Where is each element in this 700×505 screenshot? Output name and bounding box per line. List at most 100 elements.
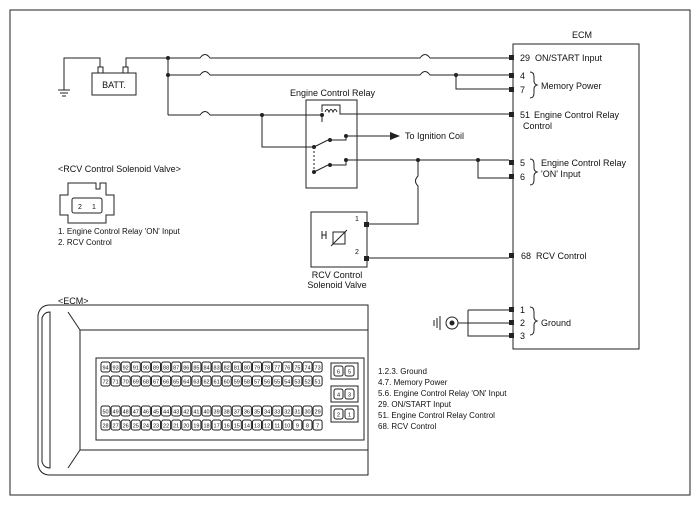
- ecm-connector-pin-label: 90: [143, 366, 149, 372]
- ecm-connector-pin-label: 1: [348, 413, 351, 419]
- ecm-connector-legend: 1.2.3. Ground 4.7. Memory Power 5.6. Eng…: [378, 367, 507, 431]
- memory-brace: [529, 71, 539, 99]
- ecm-pin-51-num: 51: [520, 110, 530, 120]
- ecm-connector-pin-label: 79: [254, 366, 260, 372]
- ecm-connector-pin: [241, 419, 252, 431]
- ecm-legend-5: 51. Engine Control Relay Control: [378, 411, 495, 420]
- ecm-pin-marker: [509, 73, 514, 78]
- ecm-connector-pin: [181, 405, 192, 417]
- ecm-connector-pin: [333, 408, 344, 420]
- ecm-connector-pin-label: 69: [133, 380, 139, 386]
- ecm-connector-pin: [120, 375, 131, 387]
- ecm-pin-3-num: 3: [520, 331, 525, 341]
- ecm-connector-pin-label: 80: [244, 366, 250, 372]
- ecm-connector-pin-label: 35: [254, 410, 260, 416]
- ecm-connector-pin-label: 48: [123, 410, 129, 416]
- ecm-connector-pin-label: 30: [304, 410, 310, 416]
- ecm-connector-pin-label: 10: [284, 424, 290, 430]
- ecm-connector-pin-label: 4: [337, 393, 340, 399]
- ecm-connector-pin-label: 44: [163, 410, 169, 416]
- ecm-pin-list: 29 ON/START Input 4 7 Memory Power 51 En…: [509, 53, 627, 341]
- ecm-connector-pin: [262, 361, 273, 373]
- ecm-pin-29-label: ON/START Input: [535, 53, 603, 63]
- ecm-connector-pin-label: 59: [234, 380, 240, 386]
- ecm-pin-6-num: 6: [520, 172, 525, 182]
- ecm-connector-pin-label: 89: [153, 366, 159, 372]
- wire-solenoid-supply: [369, 160, 419, 225]
- ecm-connector-pin: [252, 419, 262, 431]
- ecm-connector-pin-label: 16: [224, 424, 230, 430]
- ecm-connector-pin: [191, 405, 202, 417]
- ecm-connector-pin: [181, 361, 192, 373]
- ecm-connector-pin-label: 23: [153, 424, 159, 430]
- ecm-connector-pin: [120, 405, 131, 417]
- relay-coil-icon: [324, 109, 338, 114]
- ecm-connector-pin: [272, 375, 283, 387]
- ecm-connector-pin-label: 54: [284, 380, 290, 386]
- ecm-connector-pin-label: 51: [315, 380, 321, 386]
- ecm-connector-pin: [171, 375, 182, 387]
- battery-box: [91, 72, 137, 96]
- ecm-connector-pin: [201, 375, 212, 387]
- ecm-connector-pin-label: 65: [173, 380, 179, 386]
- ecm-connector-pin-label: 64: [183, 380, 189, 386]
- solenoid-label2: Solenoid Valve: [307, 280, 366, 290]
- ecm-connector-side-block: [330, 362, 359, 380]
- ecm-connector-pin: [110, 375, 121, 387]
- arrow-right-icon: [390, 132, 400, 140]
- ecm-connector-pin: [140, 375, 151, 387]
- ecm-connector-pin: [130, 405, 141, 417]
- solenoid-pin2: 2: [355, 249, 359, 256]
- ecm-pin-51-label2: Control: [523, 121, 552, 131]
- wire-on-start: [168, 54, 509, 59]
- ecm-connector-pin-label: 46: [143, 410, 149, 416]
- ecm-ground: [433, 309, 509, 337]
- ecm-pin-68-label: RCV Control: [536, 251, 587, 261]
- ecm-connector-pin-label: 81: [234, 366, 240, 372]
- solenoid-label1: RCV Control: [312, 270, 363, 280]
- memory-power-label: Memory Power: [541, 81, 602, 91]
- ecm-connector-pin-label: 61: [214, 380, 220, 386]
- ground-label: Ground: [541, 318, 571, 328]
- ecm-connector-pin-label: 29: [315, 410, 321, 416]
- wire-relay-control: [339, 108, 509, 115]
- battery-ground-wire: [63, 57, 101, 90]
- ecm-connector-pin-label: 14: [244, 424, 250, 430]
- ecm-connector-pin-label: 20: [183, 424, 189, 430]
- ecm-connector-pin-label: 32: [284, 410, 290, 416]
- ecm-connector-pin: [100, 405, 111, 417]
- ecm-pin-marker: [509, 333, 514, 338]
- ecm-connector-pin-label: 22: [163, 424, 169, 430]
- wire-relay-supply: [168, 111, 322, 116]
- ecm-connector-pin: [151, 361, 161, 373]
- ecm-connector-pin: [252, 375, 262, 387]
- ecm-connector-pin-label: 43: [173, 410, 179, 416]
- ecm-connector-pin: [282, 419, 293, 431]
- ecm-connector-pin: [191, 375, 202, 387]
- ecm-connector-pin-label: 5: [348, 370, 351, 376]
- ecm-connector-pin-label: 63: [193, 380, 199, 386]
- ecm-connector-pin: [221, 419, 232, 431]
- ecm-box: [512, 43, 640, 350]
- ecm-connector-pin-label: 88: [163, 366, 169, 372]
- ecm-connector-pin: [241, 375, 252, 387]
- ecm-connector-pin-label: 67: [153, 380, 159, 386]
- ecm-connector-pin-label: 9: [296, 424, 299, 430]
- ecm-connector-pin: [231, 361, 242, 373]
- ecm-connector-pin-label: 13: [254, 424, 260, 430]
- ecm-connector-pin: [221, 375, 232, 387]
- ecm-connector-pin: [312, 361, 323, 373]
- wire-memory-pin7: [455, 75, 509, 90]
- ecm-connector-pin-label: 72: [102, 380, 108, 386]
- ecm-connector-pin: [231, 375, 242, 387]
- relay-switch-icon: [313, 139, 329, 148]
- ecm-connector-pin: [110, 419, 121, 431]
- ecm-connector-pin-label: 86: [183, 366, 189, 372]
- ecm-connector-pin-label: 66: [163, 380, 169, 386]
- ecm-pin-marker: [509, 87, 514, 92]
- ecm-connector-pin: [312, 375, 323, 387]
- ecm-connector-pin: [161, 419, 172, 431]
- ecm-connector-pin-label: 94: [102, 366, 108, 372]
- ecm-connector-pin: [140, 419, 151, 431]
- ecm-connector-pin-label: 56: [264, 380, 270, 386]
